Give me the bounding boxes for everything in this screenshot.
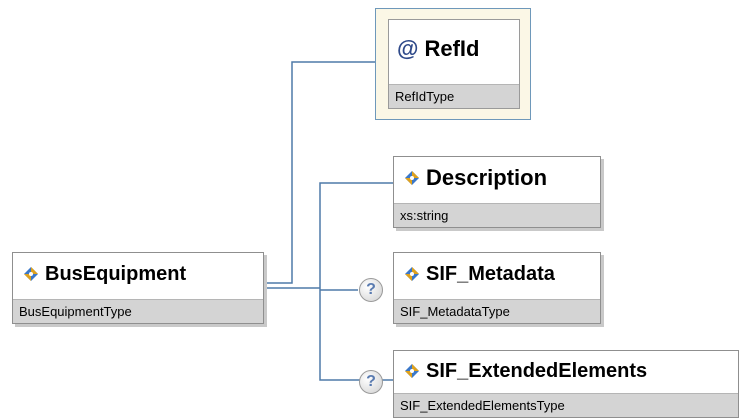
child-element-type: SIF_MetadataType — [394, 299, 600, 323]
root-element-box[interactable]: BusEquipment BusEquipmentType — [12, 252, 264, 324]
element-icon — [405, 364, 419, 378]
child-element-name: SIF_ExtendedElements — [426, 359, 648, 382]
root-element-title: BusEquipment — [13, 253, 263, 295]
child-element-box-sif-metadata[interactable]: SIF_Metadata SIF_MetadataType — [393, 252, 601, 324]
attribute-box[interactable]: @ RefId RefIdType — [388, 19, 520, 109]
optional-question-icon: ? — [359, 370, 383, 394]
child-element-box-sif-extended-elements[interactable]: SIF_ExtendedElements SIF_ExtendedElement… — [393, 350, 739, 418]
attribute-title: @ RefId — [389, 20, 519, 78]
element-icon — [24, 267, 38, 281]
child-element-title: SIF_Metadata — [394, 253, 600, 295]
child-element-name: Description — [426, 165, 548, 190]
child-element-box-description[interactable]: Description xs:string — [393, 156, 601, 228]
child-element-type: SIF_ExtendedElementsType — [394, 393, 738, 417]
child-element-type: xs:string — [394, 203, 600, 227]
child-element-title: Description — [394, 157, 600, 199]
element-icon — [405, 171, 419, 185]
at-sign-icon: @ — [397, 36, 419, 61]
attributes-group: @ RefId RefIdType — [375, 8, 531, 120]
child-element-title: SIF_ExtendedElements — [394, 351, 738, 391]
root-element-name: BusEquipment — [45, 262, 187, 285]
child-element-name: SIF_Metadata — [426, 262, 555, 285]
attribute-type: RefIdType — [389, 84, 519, 108]
optional-question-icon: ? — [359, 278, 383, 302]
attribute-name: RefId — [424, 36, 480, 61]
element-icon — [405, 267, 419, 281]
root-element-type: BusEquipmentType — [13, 299, 263, 323]
